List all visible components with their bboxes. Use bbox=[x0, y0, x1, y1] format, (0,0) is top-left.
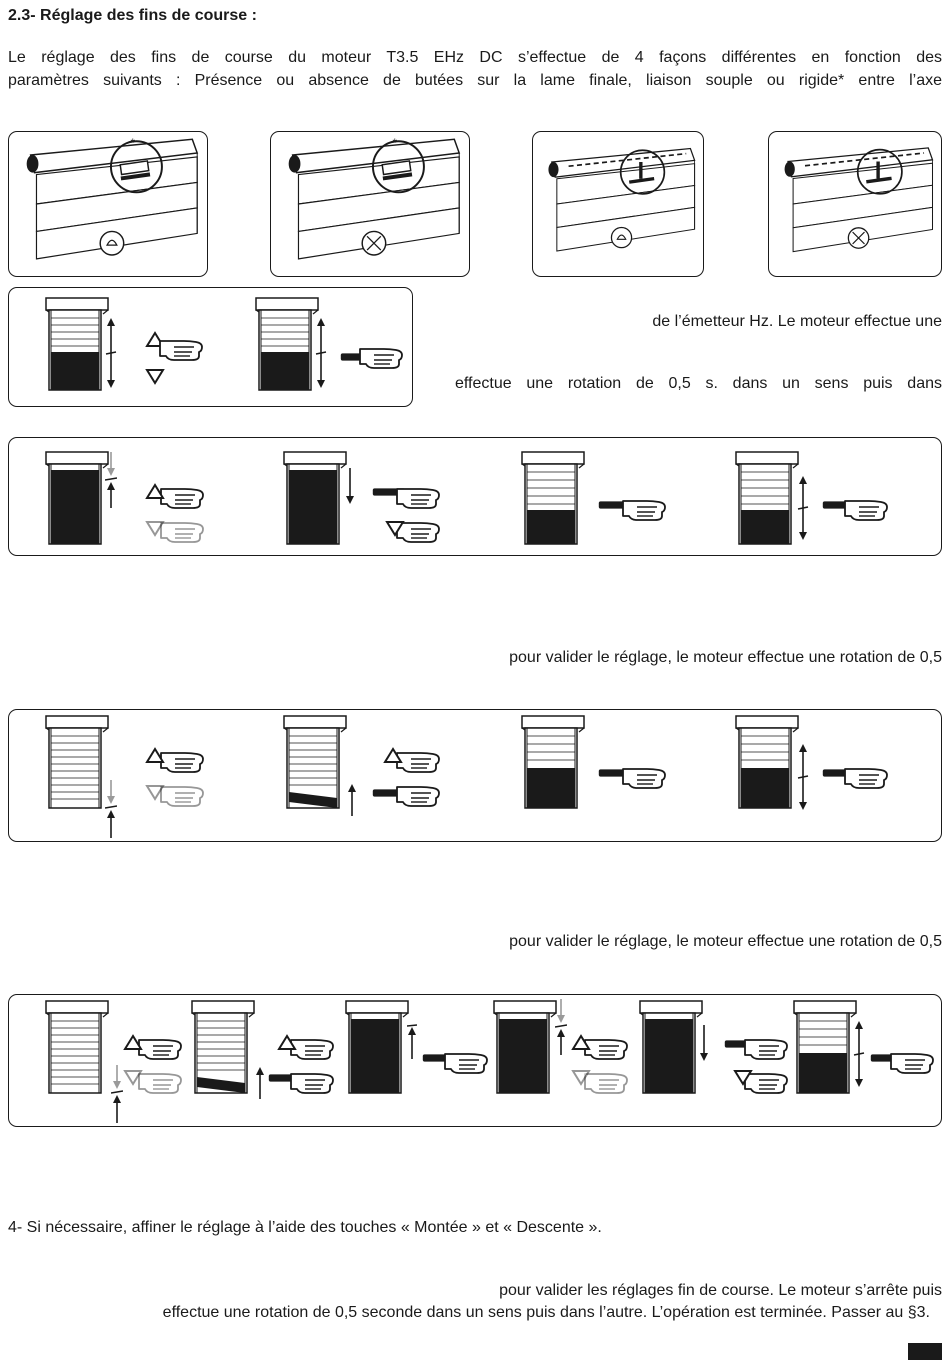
down-button-icon bbox=[145, 366, 165, 386]
shutter-low-icon bbox=[189, 999, 259, 1094]
roller-axle-icon bbox=[535, 134, 703, 274]
down-button-ghost-icon bbox=[145, 782, 165, 802]
shutter-open-icon bbox=[43, 714, 113, 809]
stop-limit-arrow-icon bbox=[111, 1065, 123, 1123]
roller-axle-icon: * bbox=[273, 137, 469, 274]
down-arrow-icon bbox=[346, 468, 354, 504]
up-arrow-icon bbox=[348, 784, 356, 816]
down-button-ghost-icon bbox=[123, 1067, 143, 1087]
shutter-low-icon bbox=[281, 714, 351, 809]
shutter-open-icon bbox=[43, 999, 113, 1094]
stop-limit-arrow-icon bbox=[105, 452, 117, 508]
hand-press-icon bbox=[729, 1031, 789, 1061]
up-down-arrow-icon bbox=[315, 318, 327, 388]
intro-line-1: Le réglage des fins de course du moteur … bbox=[8, 49, 942, 66]
sequence-panel-3 bbox=[8, 994, 942, 1127]
shutter-closed-icon bbox=[43, 450, 113, 545]
shutter-half-icon bbox=[733, 714, 803, 809]
shutter-closed-icon bbox=[491, 999, 561, 1094]
hand-press-icon bbox=[381, 480, 441, 510]
up-down-arrow-icon bbox=[797, 476, 809, 540]
direction-panel bbox=[8, 287, 413, 407]
up-down-arrow-icon bbox=[853, 1021, 865, 1087]
stop-limit-arrow-icon bbox=[555, 999, 567, 1055]
config-panel-nostop-rigid bbox=[768, 131, 942, 277]
shutter-half-icon bbox=[43, 296, 113, 391]
section-heading: 2.3- Réglage des fins de course : bbox=[8, 7, 257, 24]
shutter-closed-icon bbox=[637, 999, 707, 1094]
up-button-icon bbox=[277, 1033, 297, 1053]
hand-press-icon bbox=[829, 492, 889, 522]
svg-text:*: * bbox=[393, 137, 398, 150]
hand-press-icon bbox=[275, 1065, 335, 1095]
hand-press-icon bbox=[829, 760, 889, 790]
final-text-1: pour valider les réglages fin de course.… bbox=[499, 1282, 942, 1299]
shutter-half-icon bbox=[519, 714, 589, 809]
hand-press-icon bbox=[344, 340, 404, 370]
roller-axle-icon: * bbox=[11, 137, 207, 274]
step-4-text: 4- Si nécessaire, affiner le réglage à l… bbox=[8, 1219, 602, 1236]
page-marker bbox=[908, 1343, 942, 1360]
emitter-text: de l’émetteur Hz. Le moteur effectue une bbox=[652, 313, 942, 330]
stop-limit-arrow-icon bbox=[105, 780, 117, 838]
hand-press-icon bbox=[381, 778, 441, 808]
down-button-ghost-icon bbox=[145, 518, 165, 538]
up-button-icon bbox=[123, 1033, 143, 1053]
up-button-icon bbox=[383, 746, 403, 766]
up-arrow-icon bbox=[256, 1067, 264, 1099]
up-down-arrow-icon bbox=[105, 318, 117, 388]
shutter-half-icon bbox=[253, 296, 323, 391]
up-arrow-icon bbox=[407, 1024, 417, 1059]
down-button-ghost-icon bbox=[571, 1067, 591, 1087]
shutter-half-icon bbox=[733, 450, 803, 545]
config-panel-stop-rigid bbox=[532, 131, 704, 277]
validate-text-2: pour valider le réglage, le moteur effec… bbox=[509, 933, 942, 950]
hand-press-icon bbox=[875, 1045, 935, 1075]
down-arrow-icon bbox=[700, 1025, 708, 1061]
up-down-arrow-icon bbox=[797, 744, 809, 810]
config-panel-stop-flexible: * bbox=[8, 131, 208, 277]
validate-text-1: pour valider le réglage, le moteur effec… bbox=[509, 649, 942, 666]
shutter-closed-icon bbox=[343, 999, 413, 1094]
down-button-icon bbox=[385, 518, 405, 538]
shutter-closed-icon bbox=[281, 450, 351, 545]
up-button-icon bbox=[145, 482, 165, 502]
sequence-panel-2 bbox=[8, 709, 942, 842]
roller-axle-icon bbox=[771, 134, 941, 274]
up-button-icon bbox=[145, 746, 165, 766]
final-text-2: effectue une rotation de 0,5 seconde dan… bbox=[162, 1304, 930, 1321]
intro-line-2: paramètres suivants : Présence ou absenc… bbox=[8, 72, 942, 89]
hand-press-icon bbox=[607, 492, 667, 522]
config-panel-nostop-flexible: * bbox=[270, 131, 470, 277]
hand-press-icon bbox=[607, 760, 667, 790]
svg-text:*: * bbox=[131, 137, 136, 150]
hand-press-icon bbox=[429, 1045, 489, 1075]
shutter-half-icon bbox=[791, 999, 861, 1094]
sequence-panel-1 bbox=[8, 437, 942, 556]
down-button-icon bbox=[733, 1067, 753, 1087]
rotation-text: effectue une rotation de 0,5 s. dans un … bbox=[455, 375, 942, 392]
up-button-icon bbox=[571, 1033, 591, 1053]
hand-press-icon bbox=[144, 332, 204, 362]
shutter-half-icon bbox=[519, 450, 589, 545]
